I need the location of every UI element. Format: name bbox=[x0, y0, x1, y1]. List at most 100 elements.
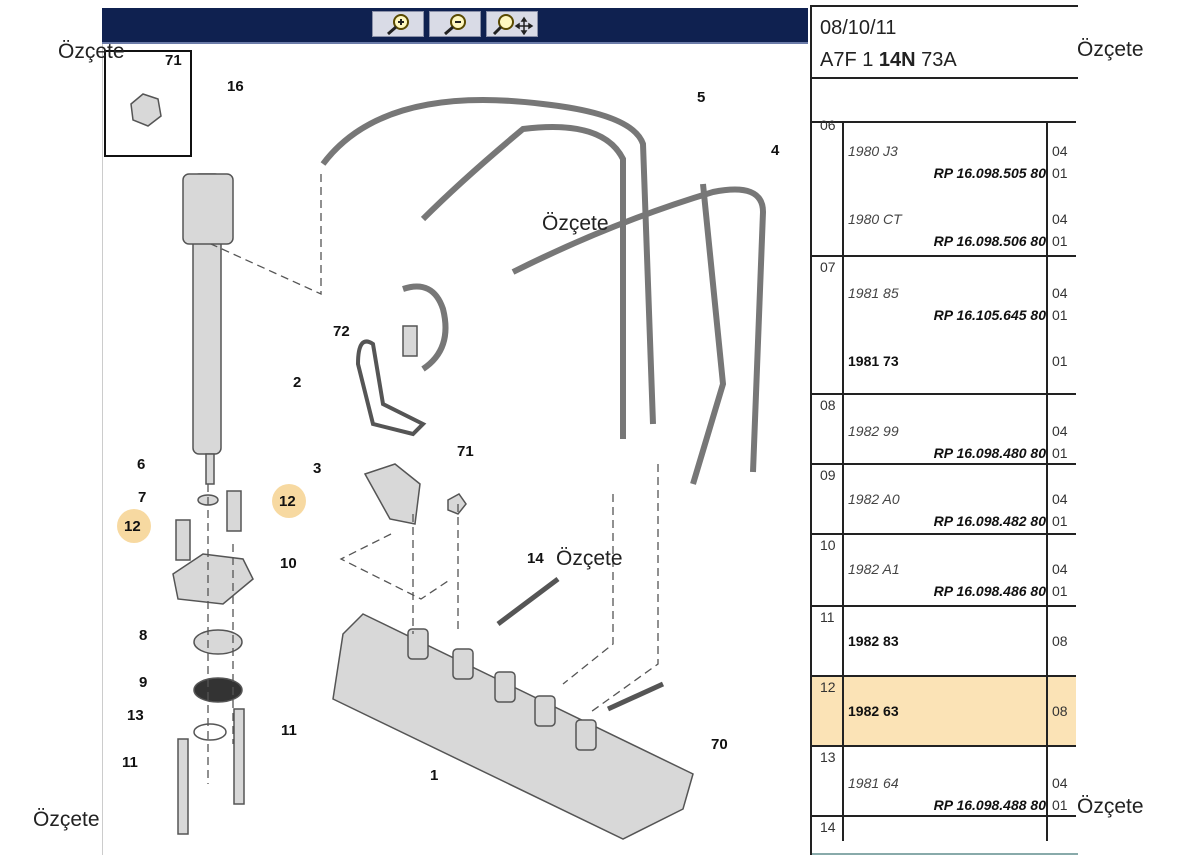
callout-71[interactable]: 71 bbox=[165, 52, 182, 69]
part-ref: 1980 CT bbox=[848, 211, 902, 227]
callout-4[interactable]: 4 bbox=[771, 142, 780, 159]
callout-71[interactable]: 71 bbox=[457, 443, 474, 460]
parts-row[interactable]: 13 1981 64 04 RP 16.098.488 80 01 bbox=[812, 745, 1076, 815]
bracket-3 bbox=[363, 463, 421, 525]
parts-row[interactable]: 14 bbox=[812, 815, 1076, 841]
parts-row[interactable]: 08 1982 99 04 RP 16.098.480 80 01 bbox=[812, 393, 1076, 463]
qty: 04 bbox=[1052, 423, 1068, 439]
callout-12[interactable]: 12 bbox=[124, 518, 141, 535]
qty: 04 bbox=[1052, 285, 1068, 301]
code-suffix: 73A bbox=[915, 49, 957, 71]
zoom-pan-button[interactable] bbox=[486, 11, 538, 37]
part-ref-bold[interactable]: 1982 83 bbox=[848, 633, 899, 649]
callout-7[interactable]: 7 bbox=[138, 489, 147, 506]
watermark: Özçete bbox=[58, 40, 125, 63]
part-number[interactable]: RP 16.105.645 80 bbox=[933, 307, 1046, 323]
magnifier-minus-icon bbox=[444, 14, 466, 35]
part-ref: 1980 J3 bbox=[848, 143, 898, 159]
parts-row[interactable]: 11 1982 83 08 bbox=[812, 605, 1076, 675]
qty: 04 bbox=[1052, 561, 1068, 577]
zoom-out-button[interactable] bbox=[429, 11, 481, 37]
row-number: 10 bbox=[820, 537, 836, 553]
part-number[interactable]: RP 16.098.486 80 bbox=[933, 583, 1046, 599]
bracket-2 bbox=[355, 339, 427, 437]
fuel-rail-1 bbox=[332, 613, 694, 840]
fuel-injection-exploded-view bbox=[104, 50, 767, 840]
qty: 04 bbox=[1052, 143, 1068, 159]
callout-13[interactable]: 13 bbox=[127, 707, 144, 724]
row-number: 08 bbox=[820, 397, 836, 413]
panel-code: A7F 1 14N 73A bbox=[820, 49, 957, 72]
callout-72[interactable]: 72 bbox=[333, 323, 350, 340]
qty: 01 bbox=[1052, 233, 1068, 249]
callout-70[interactable]: 70 bbox=[711, 736, 728, 753]
inset-box bbox=[104, 50, 192, 157]
panel-date: 08/10/11 bbox=[820, 17, 897, 39]
qty: 01 bbox=[1052, 513, 1068, 529]
part-ref-bold[interactable]: 1981 73 bbox=[848, 353, 899, 369]
watermark: Özçete bbox=[556, 547, 623, 570]
part-number[interactable]: RP 16.098.505 80 bbox=[933, 165, 1046, 181]
qty: 08 bbox=[1052, 633, 1068, 649]
part-number[interactable]: RP 16.098.480 80 bbox=[933, 445, 1046, 461]
part-ref: 1982 A1 bbox=[848, 561, 900, 577]
callout-6[interactable]: 6 bbox=[137, 456, 146, 473]
pipe-5 bbox=[320, 97, 656, 425]
callout-1[interactable]: 1 bbox=[430, 767, 439, 784]
clamp-10 bbox=[172, 553, 254, 605]
part-ref: 1981 85 bbox=[848, 285, 899, 301]
panel-bottom-border bbox=[812, 853, 1078, 855]
qty: 08 bbox=[1052, 703, 1068, 719]
row-number: 07 bbox=[820, 259, 836, 275]
diagram-toolbar bbox=[102, 8, 808, 44]
callout-11[interactable]: 11 bbox=[281, 722, 297, 739]
qty: 04 bbox=[1052, 775, 1068, 791]
parts-row-selected[interactable]: 12 1982 63 08 bbox=[812, 675, 1076, 745]
qty: 04 bbox=[1052, 211, 1068, 227]
callout-14[interactable]: 14 bbox=[527, 550, 544, 567]
panel-header: 08/10/11 A7F 1 14N 73A bbox=[812, 5, 1078, 79]
watermark: Özçete bbox=[542, 212, 609, 235]
callout-9[interactable]: 9 bbox=[139, 674, 148, 691]
qty: 01 bbox=[1052, 353, 1068, 369]
qty: 01 bbox=[1052, 445, 1068, 461]
watermark: Özçete bbox=[1077, 795, 1144, 818]
watermark: Özçete bbox=[1077, 38, 1144, 61]
callout-5[interactable]: 5 bbox=[697, 89, 706, 106]
part-ref: 1982 A0 bbox=[848, 491, 900, 507]
nut-71-inset bbox=[130, 93, 162, 127]
qty: 01 bbox=[1052, 583, 1068, 599]
row-number: 09 bbox=[820, 467, 836, 483]
magnifier-plus-icon bbox=[387, 14, 409, 35]
parts-row[interactable]: 10 1982 A1 04 RP 16.098.486 80 01 bbox=[812, 533, 1076, 605]
watermark: Özçete bbox=[33, 808, 100, 831]
qty: 04 bbox=[1052, 491, 1068, 507]
parts-row[interactable]: 06 1980 J3 04 RP 16.098.505 80 01 1980 C… bbox=[812, 117, 1076, 255]
part-number[interactable]: RP 16.098.482 80 bbox=[933, 513, 1046, 529]
magnifier-move-icon bbox=[492, 14, 534, 35]
row-number: 06 bbox=[820, 117, 836, 133]
qty: 01 bbox=[1052, 797, 1068, 813]
part-number[interactable]: RP 16.098.488 80 bbox=[933, 797, 1046, 813]
parts-row[interactable]: 07 1981 85 04 RP 16.105.645 80 01 1981 7… bbox=[812, 255, 1076, 393]
part-ref-bold[interactable]: 1982 63 bbox=[848, 703, 899, 719]
part-number[interactable]: RP 16.098.506 80 bbox=[933, 233, 1046, 249]
zoom-in-button[interactable] bbox=[372, 11, 424, 37]
callout-3[interactable]: 3 bbox=[313, 460, 322, 477]
code-prefix: A7F 1 bbox=[820, 49, 879, 71]
qty: 01 bbox=[1052, 165, 1068, 181]
callout-8[interactable]: 8 bbox=[139, 627, 148, 644]
callout-11[interactable]: 11 bbox=[122, 754, 138, 771]
callout-16[interactable]: 16 bbox=[227, 78, 244, 95]
parts-row[interactable]: 09 1982 A0 04 RP 16.098.482 80 01 bbox=[812, 463, 1076, 533]
callout-2[interactable]: 2 bbox=[293, 374, 302, 391]
part-ref: 1981 64 bbox=[848, 775, 899, 791]
parts-list-panel: 08/10/11 A7F 1 14N 73A 06 1980 J3 04 RP … bbox=[810, 5, 1078, 855]
parts-diagram[interactable]: 71 16 5 4 72 2 6 7 12 12 3 71 10 14 8 9 … bbox=[102, 44, 809, 855]
callout-12[interactable]: 12 bbox=[279, 493, 296, 510]
row-number: 12 bbox=[820, 679, 836, 695]
callout-10[interactable]: 10 bbox=[280, 555, 297, 572]
row-number: 14 bbox=[820, 819, 836, 835]
part-ref: 1982 99 bbox=[848, 423, 899, 439]
row-number: 11 bbox=[820, 609, 835, 625]
